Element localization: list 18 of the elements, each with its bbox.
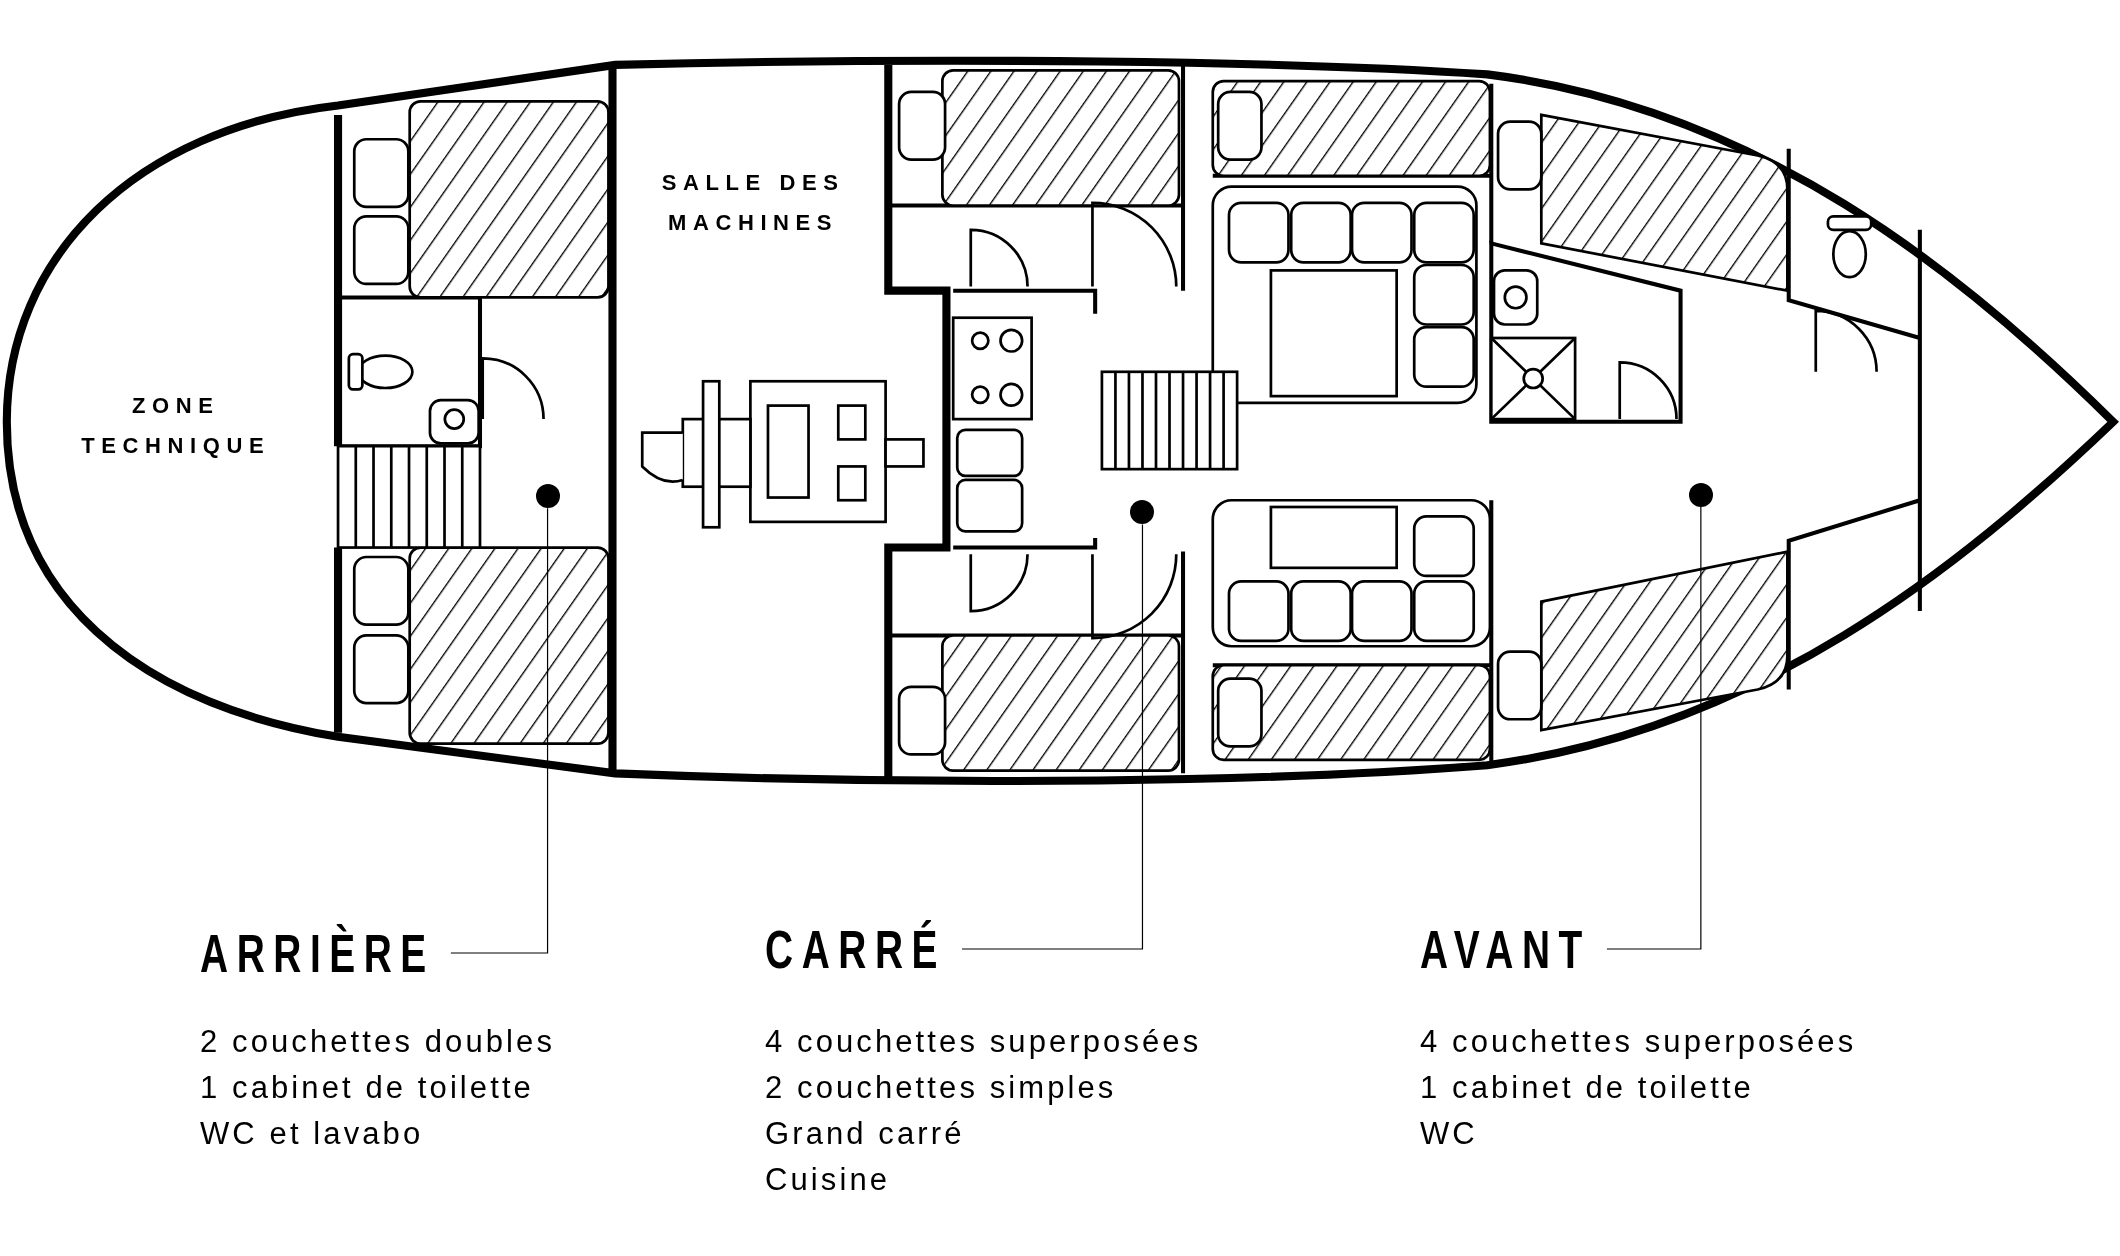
feature-text: 2 couchettes doubles — [200, 1023, 555, 1061]
feature-text: Cuisine — [765, 1161, 891, 1199]
feature-text: 4 couchettes superposées — [1420, 1023, 1857, 1061]
feature-text: WC — [1420, 1115, 1478, 1153]
feature-text: Grand carré — [765, 1115, 965, 1153]
room-label: ZONE TECHNIQUE — [80, 391, 271, 460]
room-label: SALLE DES MACHINES — [660, 168, 846, 237]
leader-line — [1606, 506, 1702, 950]
section-heading: ARRIÈRE — [200, 920, 435, 986]
section-heading: AVANT — [1420, 916, 1591, 982]
feature-text: 1 cabinet de toilette — [200, 1069, 534, 1107]
feature-text: WC et lavabo — [200, 1115, 424, 1153]
feature-text: 1 cabinet de toilette — [1420, 1069, 1754, 1107]
leader-line — [961, 523, 1144, 950]
section-heading: CARRÉ — [765, 916, 946, 982]
leader-line — [450, 507, 549, 954]
feature-text: 4 couchettes superposées — [765, 1023, 1202, 1061]
feature-text: 2 couchettes simples — [765, 1069, 1117, 1107]
